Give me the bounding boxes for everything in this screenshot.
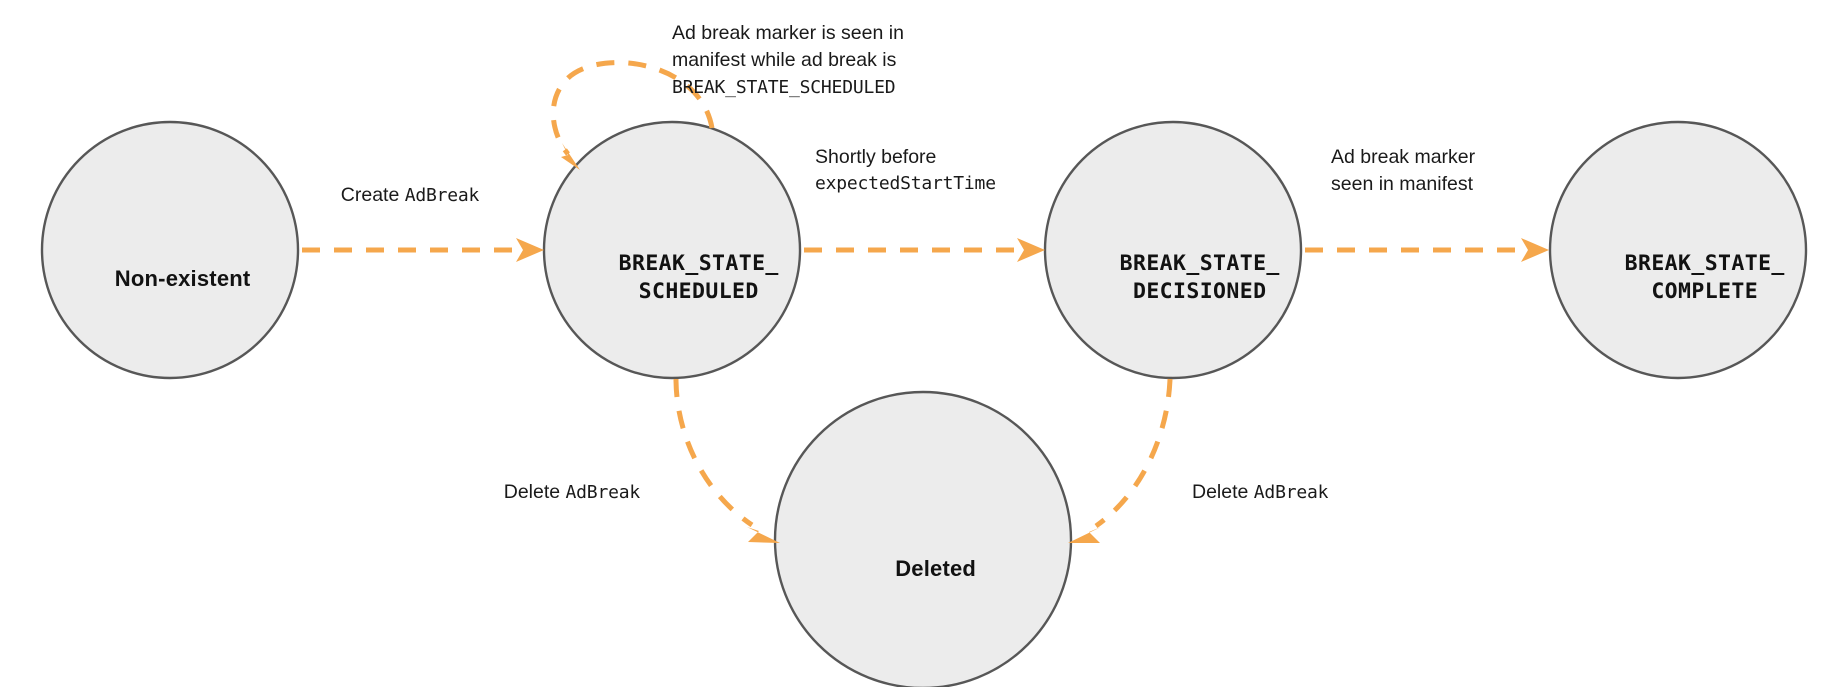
node-break-state-complete[interactable] (1548, 120, 1808, 380)
node-break-state-scheduled[interactable] (542, 120, 802, 380)
node-deleted[interactable] (773, 390, 1073, 687)
edge-decisioned-to-complete-arrowhead (1521, 238, 1549, 262)
edge-scheduled-self-loop[interactable] (550, 60, 715, 156)
node-break-state-decisioned[interactable] (1043, 120, 1303, 380)
edge-scheduled-to-deleted-arrowhead (747, 527, 780, 543)
edge-decisioned-to-deleted-arrowhead (1068, 527, 1101, 543)
edge-scheduled-self-loop-arrowhead (561, 143, 580, 170)
edge-decisioned-to-deleted[interactable] (1094, 378, 1173, 529)
node-non-existent[interactable] (40, 120, 300, 380)
edge-create-adbreak-arrowhead (516, 238, 544, 262)
edge-scheduled-to-decisioned-arrowhead (1017, 238, 1045, 262)
edge-scheduled-to-deleted[interactable] (673, 378, 754, 528)
